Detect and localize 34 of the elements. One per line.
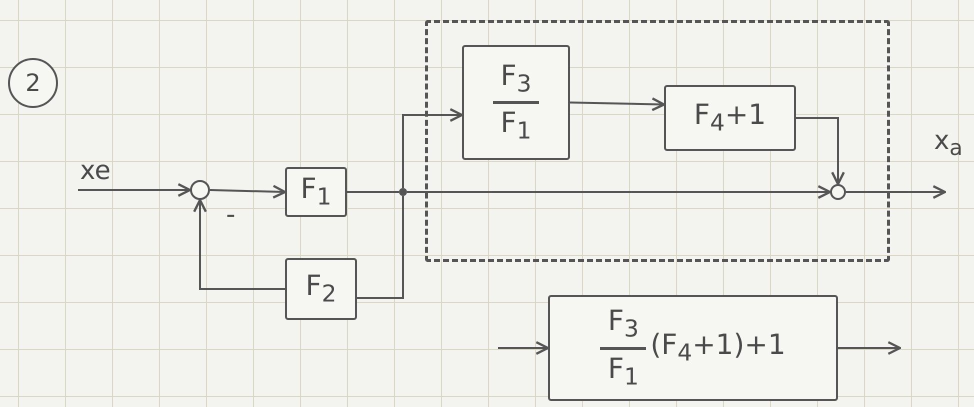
connector-line bbox=[357, 196, 404, 299]
arrow bbox=[402, 108, 464, 188]
block-text: F$_{4}$+1 bbox=[694, 100, 766, 136]
arrow bbox=[210, 184, 286, 199]
denominator-text: F$_{1}$ bbox=[500, 108, 532, 144]
signal-label: x$_{a}$ bbox=[934, 128, 963, 160]
expression-text: (F$_{4}$+1)+1 bbox=[650, 330, 786, 366]
number-text: 2 bbox=[25, 70, 41, 96]
summing-junction bbox=[190, 180, 210, 200]
arrow bbox=[193, 198, 285, 290]
block-text: F$_{1}$ bbox=[300, 174, 332, 210]
summing-junction bbox=[830, 184, 846, 200]
connector-line bbox=[347, 191, 399, 193]
numerator-text: F$_{3}$ bbox=[608, 306, 639, 342]
block-box bbox=[548, 295, 838, 401]
denominator-text: F$_{1}$ bbox=[608, 354, 639, 390]
arrow bbox=[498, 341, 550, 355]
block-box bbox=[462, 45, 570, 160]
block-box bbox=[285, 258, 357, 320]
arrow bbox=[407, 185, 832, 199]
arrow bbox=[796, 117, 845, 186]
arrow bbox=[846, 185, 946, 199]
block-box bbox=[285, 167, 347, 217]
branch-point bbox=[399, 188, 407, 196]
arrow bbox=[570, 97, 666, 112]
block-text: F$_{2}$ bbox=[306, 270, 336, 308]
sign-label: - bbox=[226, 202, 236, 228]
arrow bbox=[838, 341, 902, 355]
numerator-text: F$_{3}$ bbox=[500, 60, 532, 97]
dashed-group-box bbox=[425, 20, 890, 262]
arrow bbox=[78, 183, 192, 197]
signal-label: xe bbox=[80, 158, 111, 184]
circled-number bbox=[8, 58, 58, 108]
block-box bbox=[664, 85, 796, 151]
